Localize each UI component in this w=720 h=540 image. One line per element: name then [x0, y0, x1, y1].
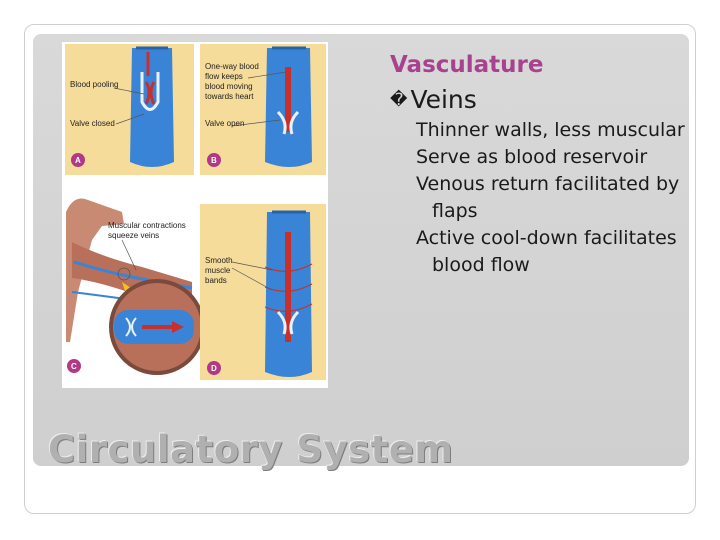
slide-subheading: �Veins: [390, 85, 477, 114]
label-valve-open: Valve open: [205, 119, 244, 128]
bullet-item: Active cool-down facilitates blood flow: [416, 227, 677, 276]
badge-c: C: [71, 362, 77, 371]
bullet-glyph-icon: �: [390, 90, 408, 110]
bullet-item: Thinner walls, less muscular: [416, 119, 685, 141]
slide-heading: Vasculature: [390, 52, 544, 78]
panel-d: Smooth muscle bands D: [200, 204, 326, 380]
label-smooth-3: bands: [205, 276, 227, 285]
label-one-way-3: blood moving: [205, 82, 253, 91]
slide-title: Circulatory System: [48, 428, 454, 471]
bullet-item: Venous return facilitated by flaps: [416, 173, 680, 222]
label-one-way-4: towards heart: [205, 92, 254, 101]
panel-b: One-way blood flow keeps blood moving to…: [200, 44, 326, 175]
subheading-text: Veins: [410, 85, 477, 114]
label-smooth-1: Smooth: [205, 256, 233, 265]
badge-b: B: [211, 156, 217, 165]
label-valve-closed: Valve closed: [70, 119, 115, 128]
badge-a: A: [75, 156, 81, 165]
veins-figure: Blood pooling Valve closed A One-way blo…: [62, 42, 328, 388]
badge-d: D: [211, 364, 217, 373]
panel-c: Muscular contractions squeeze veins C: [65, 182, 205, 382]
bullet-item: Serve as blood reservoir: [416, 146, 648, 168]
label-smooth-2: muscle: [205, 266, 231, 275]
label-muscular-1: Muscular contractions: [108, 221, 186, 230]
label-muscular-2: squeeze veins: [108, 231, 159, 240]
label-blood-pooling: Blood pooling: [70, 80, 118, 89]
label-one-way-2: flow keeps: [205, 72, 243, 81]
label-one-way-1: One-way blood: [205, 62, 259, 71]
panel-a: Blood pooling Valve closed A: [65, 44, 194, 175]
bullet-list: Thinner walls, less muscular Serve as bl…: [416, 117, 686, 279]
